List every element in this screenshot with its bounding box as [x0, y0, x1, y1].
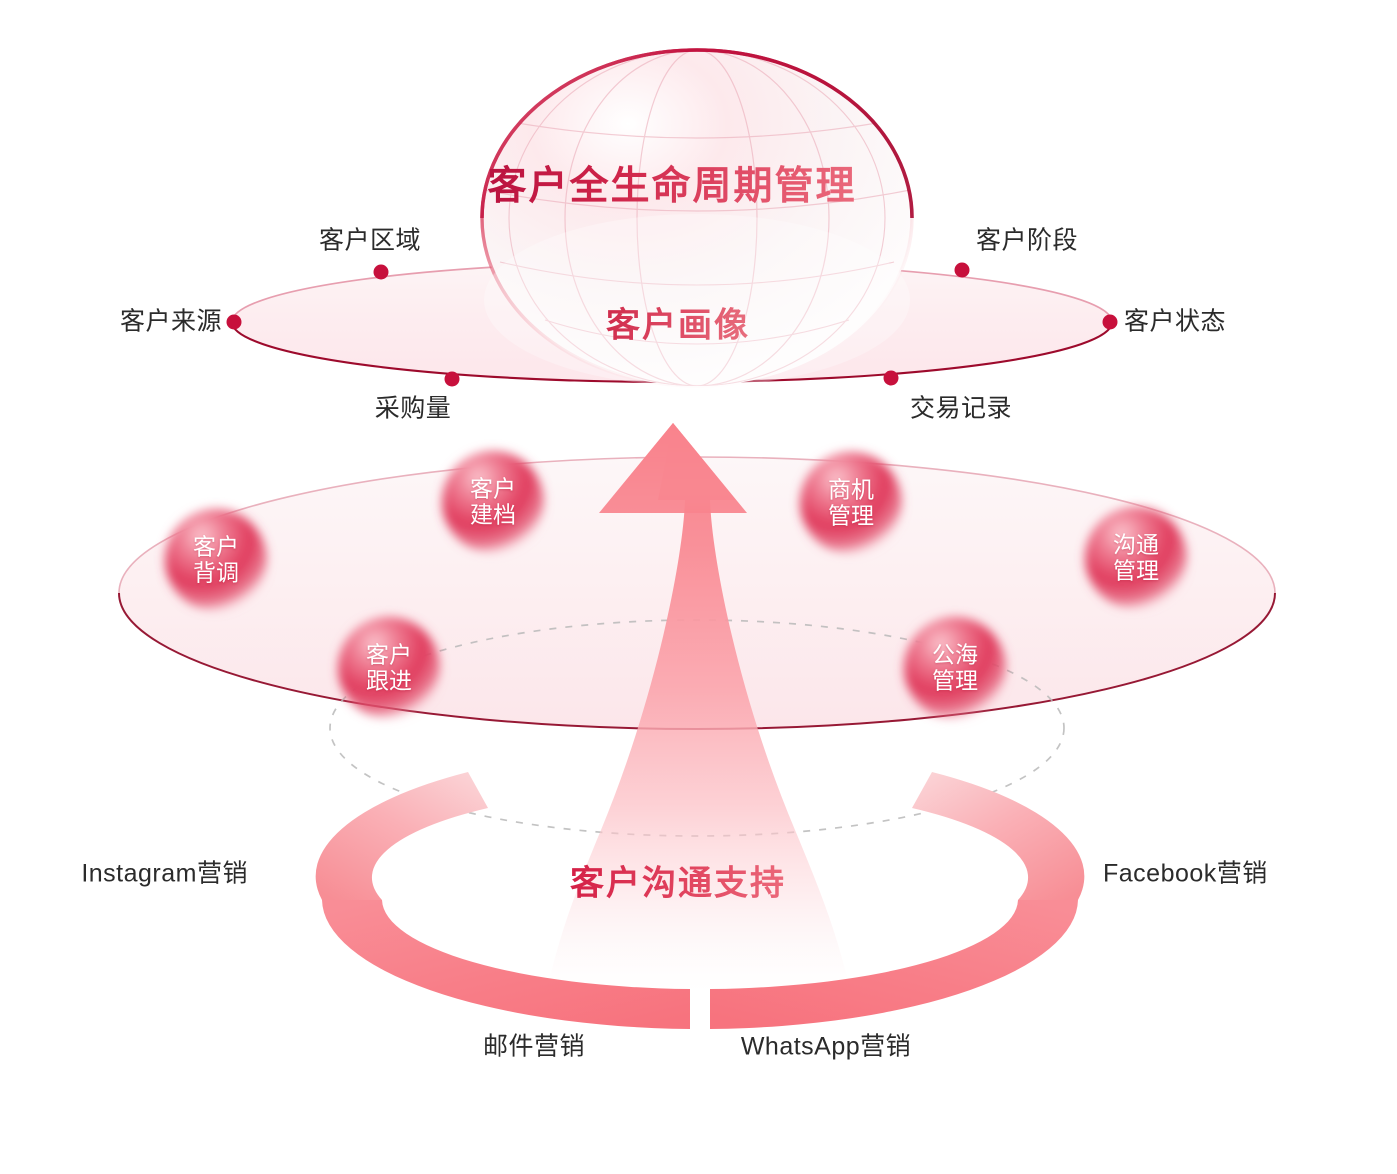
- bottom-ring-label-instagram-marketing[interactable]: Instagram营销: [81, 859, 248, 888]
- bottom-ring-label-email-marketing[interactable]: 邮件营销: [482, 1032, 586, 1061]
- middle-ring-bubbles: [165, 451, 1187, 719]
- top-ring-label-customer-status[interactable]: 客户状态: [1124, 307, 1227, 336]
- bottom-ring-title: 客户沟通支持: [570, 856, 786, 905]
- bottom-ring: [315, 772, 1085, 1029]
- bottom-ring-label-facebook-marketing[interactable]: Facebook营销: [1103, 859, 1268, 888]
- bottom-ring-label-whatsapp-marketing[interactable]: WhatsApp营销: [740, 1032, 912, 1061]
- top-ring-label-transaction-record[interactable]: 交易记录: [909, 394, 1013, 423]
- top-ring-title: 客户画像: [606, 298, 750, 347]
- top-ring-label-purchase-volume[interactable]: 采购量: [374, 394, 452, 423]
- globe-sphere: [480, 48, 914, 388]
- top-ring-label-customer-stage[interactable]: 客户阶段: [975, 226, 1079, 255]
- sphere-title: 客户全生命周期管理: [487, 155, 856, 211]
- top-ring-dots: [226, 262, 1118, 387]
- growth-arrow: [545, 423, 852, 1000]
- top-ring-label-customer-source[interactable]: 客户来源: [119, 307, 222, 336]
- top-ring-label-customer-region[interactable]: 客户区域: [318, 226, 422, 255]
